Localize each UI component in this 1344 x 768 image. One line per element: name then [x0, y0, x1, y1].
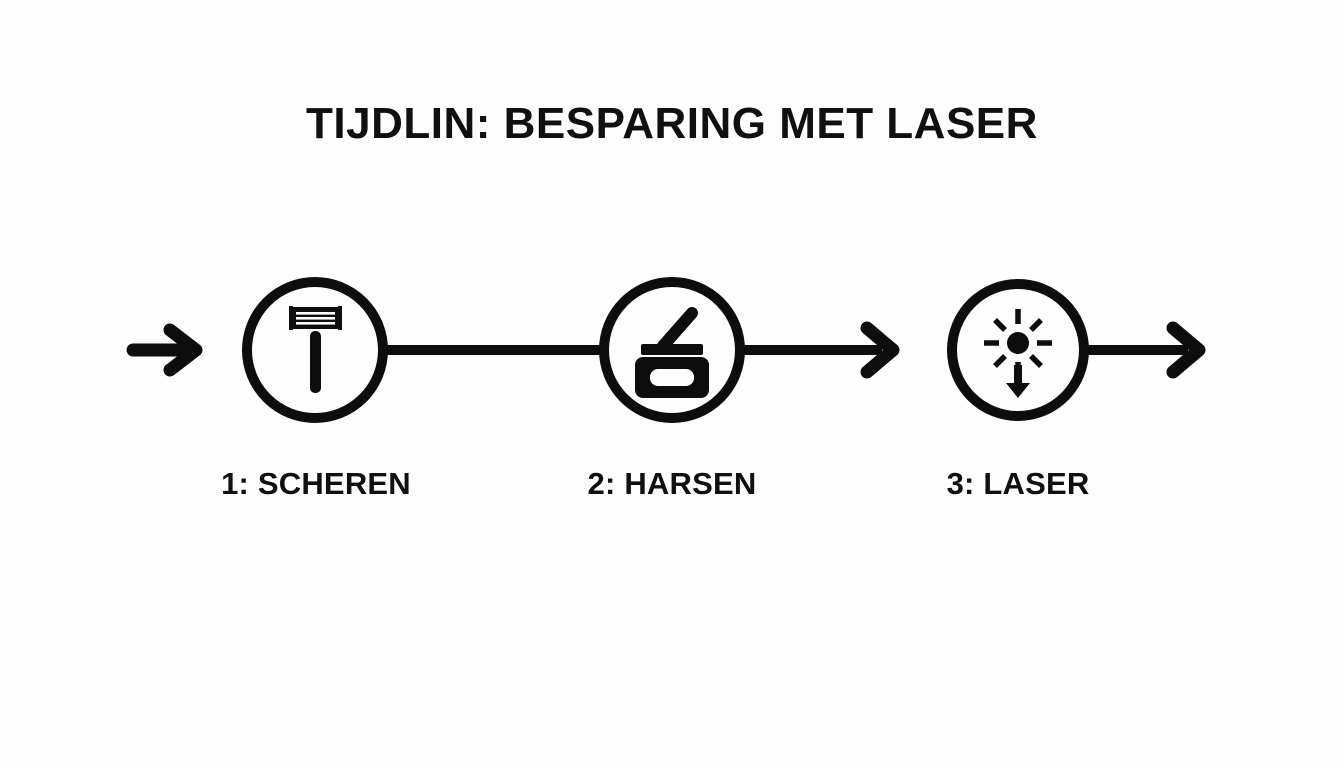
laser-burst-icon	[984, 309, 1052, 398]
razor-icon	[289, 306, 342, 393]
wax-pot-icon	[635, 307, 709, 398]
step-label-3: 3: LASER	[946, 466, 1090, 501]
arrowhead-icon	[860, 321, 900, 379]
step-label-2: 2: HARSEN	[587, 466, 757, 501]
arrowhead-icon	[1166, 321, 1206, 379]
timeline-node-3[interactable]	[947, 279, 1089, 421]
step-label-1: 1: SCHEREN	[221, 466, 411, 501]
timeline-node-2[interactable]	[599, 277, 745, 423]
connector-step-3-to-end	[1086, 321, 1206, 379]
connector-start-to-step-1	[126, 323, 203, 377]
page-title: TIJDLIN: BESPARING MET LASER	[306, 99, 1038, 148]
timeline-node-1[interactable]	[242, 277, 388, 423]
arrowhead-icon	[163, 323, 203, 377]
connector-step-2-to-step-3	[744, 321, 900, 379]
